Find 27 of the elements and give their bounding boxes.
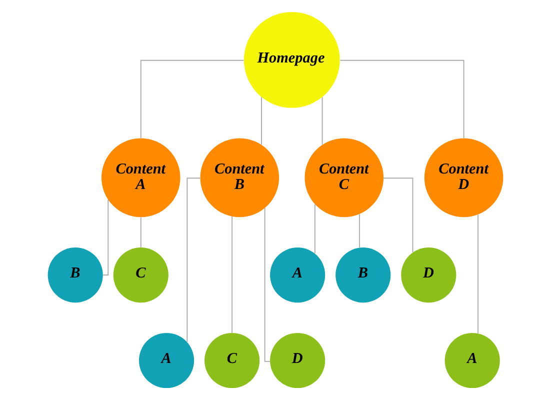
connector — [140, 216, 141, 248]
connector — [264, 208, 270, 362]
connector — [231, 216, 232, 334]
connector — [140, 60, 244, 138]
node-circle: Content A — [100, 138, 180, 218]
node-circle: A — [270, 247, 325, 303]
connector — [260, 96, 262, 146]
node-circle: C — [112, 247, 168, 303]
connector — [477, 214, 478, 334]
node-circle: B — [47, 247, 102, 303]
node-circle: D — [270, 332, 325, 388]
node-circle: Content B — [200, 138, 279, 218]
node-circle: B — [335, 247, 390, 303]
connector — [358, 214, 360, 248]
node-circle: D — [400, 247, 456, 303]
node-circle: Homepage — [243, 12, 340, 108]
node-circle: Content C — [304, 138, 384, 218]
node-circle: C — [204, 332, 260, 388]
connector — [382, 178, 413, 253]
connector — [321, 96, 322, 146]
connector — [186, 178, 200, 342]
node-circle: A — [444, 332, 500, 388]
connector — [102, 199, 108, 276]
connector — [339, 60, 464, 138]
node-circle: A — [138, 332, 194, 388]
node-circle: Content D — [424, 138, 503, 218]
connector — [314, 204, 315, 254]
